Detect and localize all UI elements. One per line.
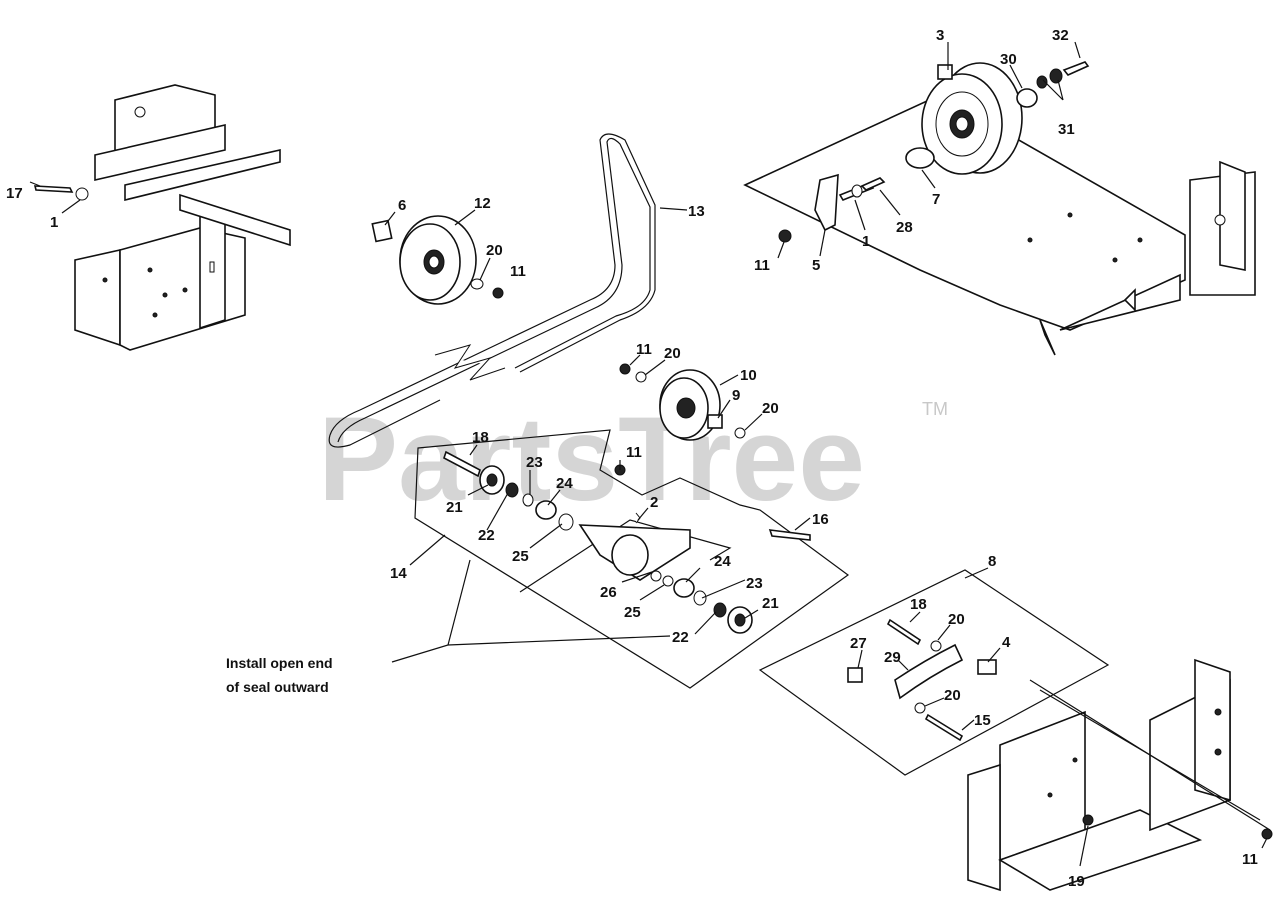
- callout-2: 2: [650, 494, 658, 511]
- callout-21: 21: [446, 499, 463, 516]
- callout-19: 19: [1068, 873, 1085, 890]
- callout-27: 27: [850, 635, 867, 652]
- callout-31: 31: [1058, 121, 1075, 138]
- callout-11: 11: [1242, 851, 1258, 868]
- clutch-hardware: [778, 61, 1090, 243]
- callout-28: 28: [896, 219, 913, 236]
- callout-labels: 17 1 6 12 13 20 11 3 30 32 31 7 28 1 5 1…: [6, 27, 1258, 890]
- callout-23: 23: [746, 575, 763, 592]
- callout-11: 11: [626, 444, 642, 461]
- callout-29: 29: [884, 649, 901, 666]
- callout-26: 26: [600, 584, 617, 601]
- callout-23: 23: [526, 454, 543, 471]
- callout-25: 25: [624, 604, 641, 621]
- electric-clutch: [921, 62, 1023, 175]
- idler-pulley-upper: [33, 185, 504, 305]
- callout-25: 25: [512, 548, 529, 565]
- leader-lines: [29, 41, 1268, 867]
- seal-note-line2: of seal outward: [226, 679, 329, 695]
- callout-20: 20: [944, 687, 961, 704]
- right-top-plate: [743, 94, 1256, 356]
- callout-15: 15: [974, 712, 991, 729]
- watermark-text: PartsTree: [318, 392, 865, 526]
- callout-6: 6: [398, 197, 406, 214]
- callout-18: 18: [910, 596, 927, 613]
- callout-24: 24: [556, 475, 573, 492]
- watermark-tm: TM: [922, 399, 948, 419]
- left-frame-bracket: [74, 84, 291, 351]
- callout-17: 17: [6, 185, 23, 202]
- callout-7: 7: [932, 191, 940, 208]
- callout-20: 20: [762, 400, 779, 417]
- callout-30: 30: [1000, 51, 1017, 68]
- right-bottom-frame: [967, 658, 1273, 892]
- callout-18: 18: [472, 429, 489, 446]
- callout-3: 3: [936, 27, 944, 44]
- callout-1: 1: [862, 233, 870, 250]
- spring-assembly: [758, 569, 1110, 776]
- callout-11: 11: [510, 263, 526, 280]
- callout-21: 21: [762, 595, 779, 612]
- callout-20: 20: [948, 611, 965, 628]
- seal-note-line1: Install open end: [226, 655, 333, 671]
- callout-24: 24: [714, 553, 731, 570]
- callout-13: 13: [688, 203, 705, 220]
- callout-11: 11: [636, 341, 652, 358]
- callout-1: 1: [50, 214, 58, 231]
- callout-5: 5: [812, 257, 820, 274]
- callout-20: 20: [664, 345, 681, 362]
- callout-10: 10: [740, 367, 757, 384]
- callout-14: 14: [390, 565, 407, 582]
- idler-arm-assembly: [414, 429, 850, 689]
- callout-20: 20: [486, 242, 503, 259]
- callout-8: 8: [988, 553, 996, 570]
- callout-11: 11: [754, 257, 770, 274]
- callout-4: 4: [1002, 634, 1011, 651]
- callout-22: 22: [478, 527, 495, 544]
- callout-16: 16: [812, 511, 829, 528]
- drive-belt: [328, 133, 656, 448]
- callout-32: 32: [1052, 27, 1069, 44]
- callout-9: 9: [732, 387, 740, 404]
- callout-12: 12: [474, 195, 491, 212]
- callout-22: 22: [672, 629, 689, 646]
